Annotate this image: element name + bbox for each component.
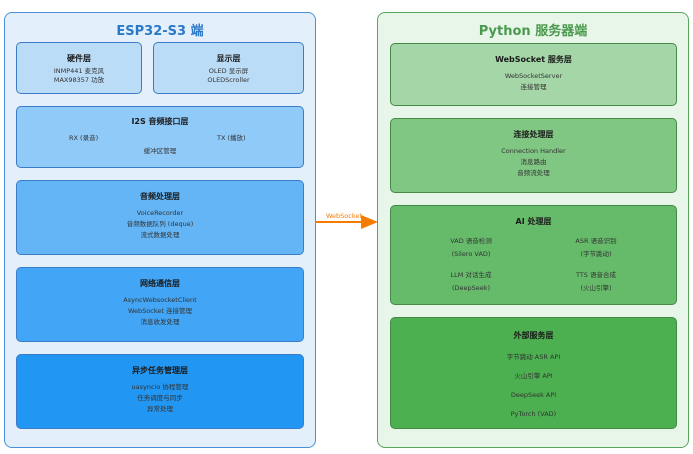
ai-layer-title: AI 处理层 [515,217,552,226]
network-line: 消息收发处理 [140,318,180,326]
hardware-line: MAX98357 功放 [53,76,105,84]
esp32-title: ESP32-S3 端 [116,24,204,39]
ext-line: PyTorch (VAD) [510,410,557,418]
network-line: AsyncWebsocketClient [123,296,197,304]
hardware-layer: 硬件层 INMP441 麦克风 MAX98357 功放 [16,42,142,94]
i2s-layer: I2S 音频接口层 RX (录音) TX (播放) 缓冲区管理 [16,106,304,168]
conn-layer-title: 连接处理层 [513,130,554,139]
ai-item-tts: TTS 语音合成 (火山引擎) [556,269,636,295]
external-services-layer: 外部服务层 字节跳动 ASR API 火山引擎 API DeepSeek API… [390,317,677,429]
ai-item-vad: VAD 语音检测 (Silero VAD) [431,235,511,261]
async-line: 任务调度与同步 [137,394,183,402]
display-line: OLEDScroller [207,76,250,84]
i2s-tx: TX (播放) [217,134,246,142]
ext-line: 火山引擎 API [514,372,553,380]
display-line: OLED 显示屏 [208,67,249,75]
ws-layer-title: WebSocket 服务层 [495,55,572,64]
python-title: Python 服务器端 [478,24,588,39]
conn-line: 音频流处理 [517,169,550,177]
ai-item-llm: LLM 对话生成 (DeepSeek) [431,269,511,295]
audio-layer-title: 音频处理层 [140,192,180,201]
audio-processing-layer: 音频处理层 VoiceRecorder 音频数据队列 (deque) 流式数据处… [16,180,304,255]
i2s-rx: RX (录音) [69,134,99,142]
ws-line: 连接管理 [520,83,547,91]
ai-item-name: LLM 对话生成 [450,271,492,279]
ai-item-detail: (DeepSeek) [451,284,491,292]
ai-item-name: TTS 语音合成 [575,271,617,279]
async-task-layer: 异步任务管理层 uasyncio 协程管理 任务调度与同步 异常处理 [16,354,304,429]
ai-item-detail: (Silero VAD) [451,250,491,258]
async-line: uasyncio 协程管理 [131,383,189,391]
websocket-arrow [315,215,378,229]
ws-line: WebSocketServer [504,72,563,80]
websocket-service-layer: WebSocket 服务层 WebSocketServer 连接管理 [390,43,677,106]
conn-line: Connection Handler [501,147,566,155]
i2s-layer-title: I2S 音频接口层 [131,117,189,126]
ai-item-name: VAD 语音检测 [450,237,492,245]
network-layer: 网络通信层 AsyncWebsocketClient WebSocket 连接管… [16,267,304,342]
ext-layer-title: 外部服务层 [513,331,554,340]
hardware-layer-title: 硬件层 [67,54,91,63]
audio-line: 流式数据处理 [140,231,180,239]
ai-item-name: ASR 语音识别 [575,237,617,245]
ai-item-detail: (火山引擎) [580,284,612,292]
audio-line: VoiceRecorder [136,209,184,217]
websocket-label: WebSocket [326,212,362,220]
ext-line: DeepSeek API [510,391,557,399]
i2s-buffer: 缓冲区管理 [143,147,177,155]
async-line: 异常处理 [147,405,173,413]
network-layer-title: 网络通信层 [140,279,180,288]
ai-item-detail: (字节跳动) [580,250,612,258]
display-layer-title: 显示层 [216,54,241,63]
display-layer: 显示层 OLED 显示屏 OLEDScroller [153,42,304,94]
ai-item-asr: ASR 语音识别 (字节跳动) [556,235,636,261]
audio-line: 音频数据队列 (deque) [126,220,194,228]
conn-line: 消息路由 [520,158,547,166]
async-layer-title: 异步任务管理层 [132,366,188,375]
ai-processing-layer: AI 处理层 VAD 语音检测 (Silero VAD) ASR 语音识别 (字… [390,205,677,305]
hardware-line: INMP441 麦克风 [53,67,105,75]
network-line: WebSocket 连接管理 [128,307,192,315]
connection-handler-layer: 连接处理层 Connection Handler 消息路由 音频流处理 [390,118,677,193]
ext-line: 字节跳动 ASR API [506,353,561,361]
